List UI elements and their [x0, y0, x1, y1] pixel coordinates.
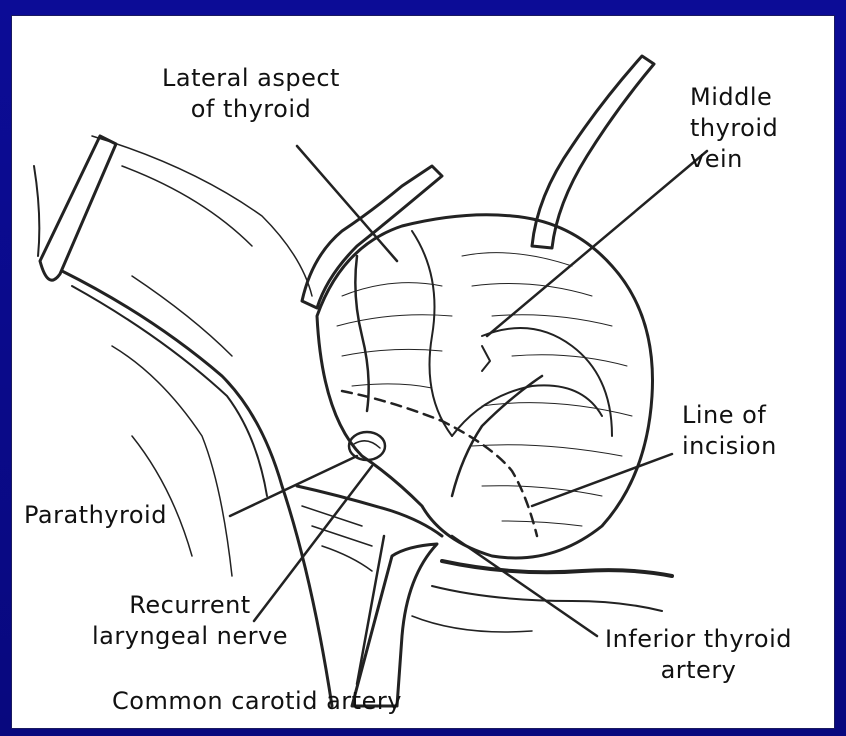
label-inferior-thyroid-artery: Inferior thyroid artery	[605, 624, 792, 686]
label-middle-vein-line2: thyroid	[690, 113, 778, 144]
left-retractor	[34, 136, 116, 280]
leader-parathyroid	[230, 456, 357, 516]
label-middle-vein-line3: vein	[690, 144, 778, 175]
label-inferior-line1: Inferior thyroid	[605, 624, 792, 655]
label-incision-line1: Line of	[682, 400, 777, 431]
label-recurrent-line1: Recurrent	[92, 590, 288, 621]
leader-lines	[230, 146, 707, 684]
label-recurrent-line2: laryngeal nerve	[92, 621, 288, 652]
illustration-panel: Lateral aspect of thyroid Middle thyroid…	[12, 16, 834, 728]
label-lateral-aspect-line1: Lateral aspect	[162, 63, 340, 94]
label-incision-line2: incision	[682, 431, 777, 462]
label-middle-thyroid-vein: Middle thyroid vein	[690, 82, 778, 175]
leader-inferior-artery	[452, 536, 597, 636]
label-common-carotid-artery: Common carotid artery	[112, 686, 402, 717]
thyroid-lobe	[317, 215, 653, 558]
label-inferior-line2: artery	[605, 655, 792, 686]
label-lateral-aspect: Lateral aspect of thyroid	[162, 63, 340, 125]
label-recurrent-laryngeal-nerve: Recurrent laryngeal nerve	[92, 590, 288, 652]
leader-line-of-incision	[532, 454, 672, 506]
label-lateral-aspect-line2: of thyroid	[162, 94, 340, 125]
label-line-of-incision: Line of incision	[682, 400, 777, 462]
label-middle-vein-line1: Middle	[690, 82, 778, 113]
leader-middle-vein	[487, 151, 707, 336]
label-parathyroid: Parathyroid	[24, 500, 167, 531]
leader-common-carotid	[357, 536, 384, 684]
